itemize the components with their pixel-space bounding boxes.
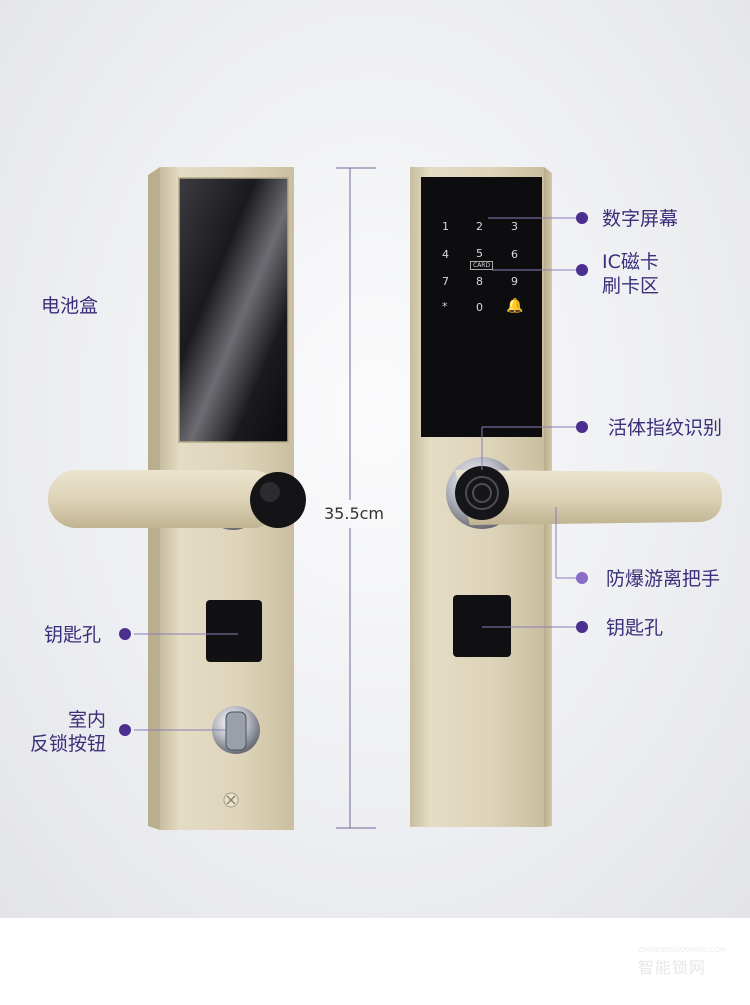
fingerprint-label: 活体指纹识别 bbox=[608, 417, 723, 439]
keyhole-right-label: 钥匙孔 bbox=[606, 617, 664, 639]
outdoor-lock-body bbox=[410, 167, 722, 827]
card-label: CARD bbox=[470, 261, 494, 270]
handle-label: 防爆游离把手 bbox=[606, 568, 721, 590]
keyhole-left-label: 钥匙孔 bbox=[44, 624, 102, 646]
key-5[interactable]: 5 bbox=[476, 247, 483, 260]
handle-dot bbox=[576, 572, 588, 584]
fingerprint-dot bbox=[576, 421, 588, 433]
key-star[interactable]: * bbox=[442, 300, 448, 313]
ic-card-label: IC磁卡 刷卡区 bbox=[602, 250, 659, 298]
indoor-lock-label-line1: 室内 bbox=[67, 709, 106, 731]
callout-lines bbox=[134, 217, 580, 731]
keyhole-left-dot bbox=[119, 628, 131, 640]
indoor-lock-dot bbox=[119, 724, 131, 736]
key-2[interactable]: 2 bbox=[476, 220, 483, 233]
product-stage: 1 2 3 4 5 CARD 6 7 8 9 * 0 🔔 电池盒 钥匙孔 室内 … bbox=[0, 0, 750, 918]
key-8[interactable]: 8 bbox=[476, 275, 483, 288]
smart-lock-illustration bbox=[48, 167, 722, 830]
key-7[interactable]: 7 bbox=[442, 275, 449, 288]
key-1[interactable]: 1 bbox=[442, 220, 449, 233]
keyhole-right-dot bbox=[576, 621, 588, 633]
key-6[interactable]: 6 bbox=[511, 248, 518, 261]
bell-icon[interactable]: 🔔 bbox=[506, 298, 524, 314]
watermark-subtext: ZHINENGSUOWANG.COM bbox=[637, 946, 726, 954]
indoor-lock-body bbox=[48, 167, 306, 830]
indoor-lock-label-line2: 反锁按钮 bbox=[29, 733, 106, 755]
key-4[interactable]: 4 bbox=[442, 248, 449, 261]
digital-screen-label: 数字屏幕 bbox=[602, 208, 679, 230]
ic-card-dot bbox=[576, 264, 588, 276]
key-9[interactable]: 9 bbox=[511, 275, 518, 288]
dimension-indicator bbox=[336, 167, 376, 829]
ic-card-label-line2: 刷卡区 bbox=[602, 275, 660, 297]
battery-box-label: 电池盒 bbox=[41, 295, 99, 317]
watermark: ZHINENGSUOWANG.COM 智能锁网 bbox=[638, 946, 726, 978]
digital-screen-dot bbox=[576, 212, 588, 224]
indoor-lock-label: 室内 反锁按钮 bbox=[18, 708, 106, 756]
key-3[interactable]: 3 bbox=[511, 220, 518, 233]
footer bbox=[0, 918, 750, 1005]
watermark-text: 智能锁网 bbox=[637, 958, 706, 977]
key-0[interactable]: 0 bbox=[476, 301, 483, 314]
dimension-label: 35.5cm bbox=[324, 504, 385, 523]
ic-card-label-line1: IC磁卡 bbox=[602, 251, 659, 273]
